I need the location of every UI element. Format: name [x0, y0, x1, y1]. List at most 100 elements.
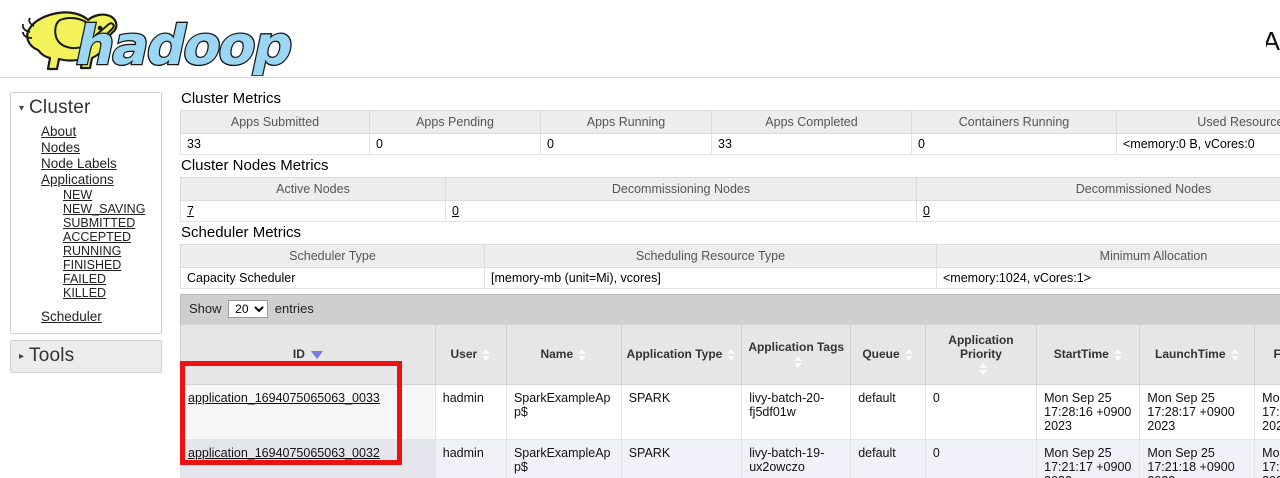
cell-id: application_1694075065063_0032 — [180, 438, 436, 478]
sidebar-item-about[interactable]: About — [41, 124, 77, 139]
sort-icon — [904, 348, 914, 362]
col-apps-submitted: Apps Submitted — [180, 110, 370, 134]
value-active-nodes-link[interactable]: 7 — [187, 204, 194, 218]
col-containers-running: Containers Running — [911, 110, 1117, 134]
cluster-nodes-metrics-title: Cluster Nodes Metrics — [181, 157, 329, 174]
sort-icon — [978, 362, 988, 376]
value-scheduler-type: Capacity Scheduler — [180, 267, 485, 289]
scheduler-metrics-table: Scheduler Type Scheduling Resource Type … — [180, 244, 1280, 289]
cell-start-time: Mon Sep 25 17:28:16 +0900 2023 — [1036, 383, 1141, 440]
col-header-launch-time[interactable]: LaunchTime — [1139, 324, 1256, 385]
sidebar-item-accepted[interactable]: ACCEPTED — [63, 230, 132, 244]
table-row: 7 0 0 — [180, 200, 1280, 222]
sidebar-section-cluster: ▾Cluster About Nodes Node Labels Applica… — [10, 92, 162, 334]
col-header-launch-time-label: LaunchTime — [1155, 347, 1226, 361]
cell-name: SparkExampleApp$ — [505, 438, 622, 478]
table-row: application_1694075065063_0033 hadmin Sp… — [180, 383, 1280, 440]
application-id-link[interactable]: application_1694075065063_0032 — [188, 445, 380, 460]
col-header-application-tags[interactable]: Application Tags — [741, 324, 852, 385]
sidebar-item-killed[interactable]: KILLED — [63, 286, 107, 300]
sort-descending-icon — [310, 351, 323, 360]
scheduler-metrics-title: Scheduler Metrics — [181, 224, 302, 241]
sort-icon — [577, 348, 587, 362]
datatable-length-control: Show 20 entries — [180, 294, 1280, 324]
value-apps-completed: 33 — [711, 133, 912, 155]
sidebar-item-applications[interactable]: Applications — [41, 172, 114, 187]
sidebar-tools-label: Tools — [29, 345, 75, 366]
sidebar-item-running[interactable]: RUNNING — [63, 244, 122, 258]
col-decommissioned-nodes: Decommissioned Nodes — [916, 177, 1280, 201]
sidebar-section-tools: ▸ Tools — [10, 340, 162, 373]
col-decommissioning-nodes: Decommissioning Nodes — [445, 177, 917, 201]
col-header-application-type[interactable]: Application Type — [620, 324, 743, 385]
applications-datatable: Show 20 entries ID User Name Application… — [180, 294, 1280, 478]
cluster-nodes-metrics-table: Active Nodes Decommissioning Nodes Decom… — [180, 177, 1280, 222]
sidebar-item-new-saving[interactable]: NEW_SAVING — [63, 202, 146, 216]
col-header-user[interactable]: User — [434, 324, 507, 385]
cell-application-type: SPARK — [620, 438, 743, 478]
cell-launch-time: Mon Sep 25 17:28:17 +0900 2023 — [1139, 383, 1256, 440]
chevron-right-icon: ▸ — [19, 351, 25, 362]
sidebar-tools-header[interactable]: ▸ Tools — [11, 341, 161, 372]
col-scheduling-resource-type: Scheduling Resource Type — [484, 244, 937, 268]
table-header-row: Active Nodes Decommissioning Nodes Decom… — [180, 177, 1280, 201]
col-header-start-time-label: StartTime — [1053, 347, 1109, 361]
cell-application-tags: livy-batch-20-fj5df01w — [741, 383, 852, 440]
col-header-id[interactable]: ID — [180, 324, 436, 385]
sidebar-spacer — [11, 300, 161, 309]
col-header-application-priority[interactable]: Application Priority — [924, 324, 1038, 385]
page-size-select[interactable]: 20 — [228, 300, 269, 318]
col-header-start-time[interactable]: StartTime — [1036, 324, 1141, 385]
table-header-row: Scheduler Type Scheduling Resource Type … — [180, 244, 1280, 268]
svg-text:hadoop: hadoop — [70, 14, 293, 76]
col-minimum-allocation: Minimum Allocation — [936, 244, 1280, 268]
sidebar-item-finished[interactable]: FINISHED — [63, 258, 122, 272]
col-header-finish-time-label: FinishTime — [1273, 347, 1280, 361]
sidebar-item-new[interactable]: NEW — [63, 188, 93, 202]
cell-id: application_1694075065063_0033 — [180, 383, 436, 440]
sidebar-cluster-items: About Nodes Node Labels Applications NEW… — [11, 124, 161, 333]
cell-queue: default — [850, 438, 926, 478]
hadoop-logo[interactable]: hadoop — [8, 2, 293, 76]
application-id-link[interactable]: application_1694075065063_0033 — [188, 390, 380, 405]
col-header-name[interactable]: Name — [505, 324, 622, 385]
sidebar: ▾Cluster About Nodes Node Labels Applica… — [10, 92, 162, 379]
col-header-user-label: User — [450, 347, 478, 361]
sort-icon — [1113, 348, 1123, 362]
table-row: application_1694075065063_0032 hadmin Sp… — [180, 438, 1280, 478]
value-decommissioned-nodes-link[interactable]: 0 — [923, 204, 930, 218]
cell-queue: default — [850, 383, 926, 440]
col-header-name-label: Name — [540, 347, 574, 361]
value-decommissioning-nodes-link[interactable]: 0 — [452, 204, 459, 218]
col-header-finish-time[interactable]: FinishTime — [1254, 324, 1280, 385]
value-used-resources: <memory:0 B, vCores:0 — [1116, 133, 1280, 155]
entries-label: entries — [274, 301, 314, 316]
cell-application-tags: livy-batch-19-ux2owczo — [741, 438, 852, 478]
sidebar-cluster-header[interactable]: ▾Cluster — [11, 93, 161, 124]
col-used-resources: Used Resources — [1116, 110, 1280, 134]
sidebar-item-submitted[interactable]: SUBMITTED — [63, 216, 136, 230]
cell-launch-time: Mon Sep 25 17:21:18 +0900 2023 — [1139, 438, 1256, 478]
cell-user: hadmin — [434, 383, 507, 440]
cell-name: SparkExampleApp$ — [505, 383, 622, 440]
value-apps-running: 0 — [540, 133, 712, 155]
col-header-queue[interactable]: Queue — [850, 324, 926, 385]
sidebar-item-node-labels[interactable]: Node Labels — [41, 156, 117, 171]
sort-icon — [481, 348, 491, 362]
cell-application-type: SPARK — [620, 383, 743, 440]
sidebar-item-failed[interactable]: FAILED — [63, 272, 107, 286]
cluster-metrics-table: Apps Submitted Apps Pending Apps Running… — [180, 110, 1280, 155]
cell-finish-time: Mon Sep 25 17:28:46 +0900 2023 — [1254, 383, 1280, 440]
sidebar-item-scheduler[interactable]: Scheduler — [41, 309, 102, 324]
sidebar-cluster-label: Cluster — [29, 97, 91, 118]
table-header-row: ID User Name Application Type Applicatio… — [180, 324, 1280, 385]
cell-application-priority: 0 — [924, 383, 1038, 440]
col-apps-pending: Apps Pending — [369, 110, 541, 134]
value-scheduling-resource-type: [memory-mb (unit=Mi), vcores] — [484, 267, 937, 289]
sort-icon — [793, 355, 803, 369]
cluster-metrics-title: Cluster Metrics — [181, 90, 282, 107]
cell-finish-time: Mon Sep 25 17:21:36 +0900 2023 — [1254, 438, 1280, 478]
page-header: hadoop A — [0, 0, 1280, 78]
sidebar-item-nodes[interactable]: Nodes — [41, 140, 81, 155]
cell-application-priority: 0 — [924, 438, 1038, 478]
